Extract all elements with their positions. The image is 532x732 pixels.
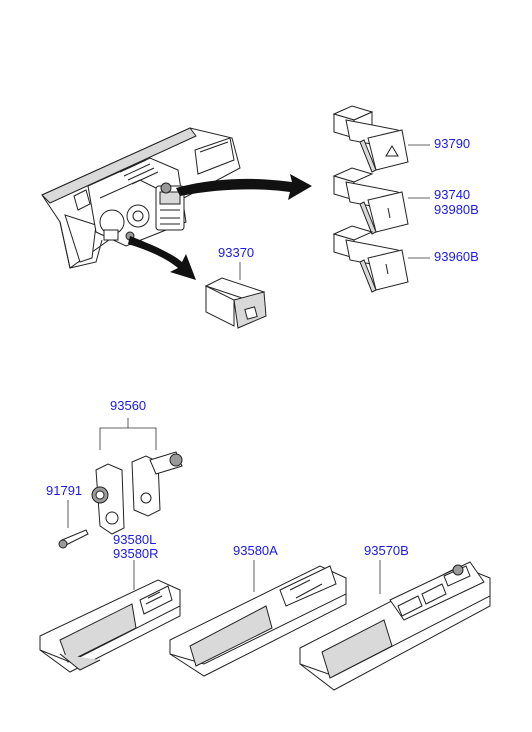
screw-91791 <box>58 500 89 549</box>
label-93560: 93560 <box>110 398 147 413</box>
label-93790: 93790 <box>434 136 471 151</box>
arrow-to-hazard-switches <box>176 174 312 200</box>
panel-93580A <box>169 560 347 677</box>
switch-93740 <box>332 167 430 235</box>
label-93960B: 93960B <box>434 249 479 264</box>
label-91791: 91791 <box>46 483 83 498</box>
label-93570B: 93570B <box>364 543 409 558</box>
arrows <box>128 174 312 280</box>
label-93740: 93740 <box>434 187 471 202</box>
switch-93790 <box>332 105 430 173</box>
switch-93370 <box>204 262 267 329</box>
panel-93580L <box>39 560 181 673</box>
arrow-to-switch-93370 <box>128 236 196 280</box>
bracket-93560 <box>91 418 183 535</box>
panel-93570B <box>299 560 491 691</box>
label-93580L: 93580L <box>113 532 157 547</box>
label-93580A: 93580A <box>233 543 278 558</box>
label-93580R: 93580R <box>113 546 159 561</box>
dashboard-illustration <box>41 127 241 269</box>
label-93370: 93370 <box>218 245 255 260</box>
switch-93960B <box>332 225 430 293</box>
label-93980B: 93980B <box>434 202 479 217</box>
